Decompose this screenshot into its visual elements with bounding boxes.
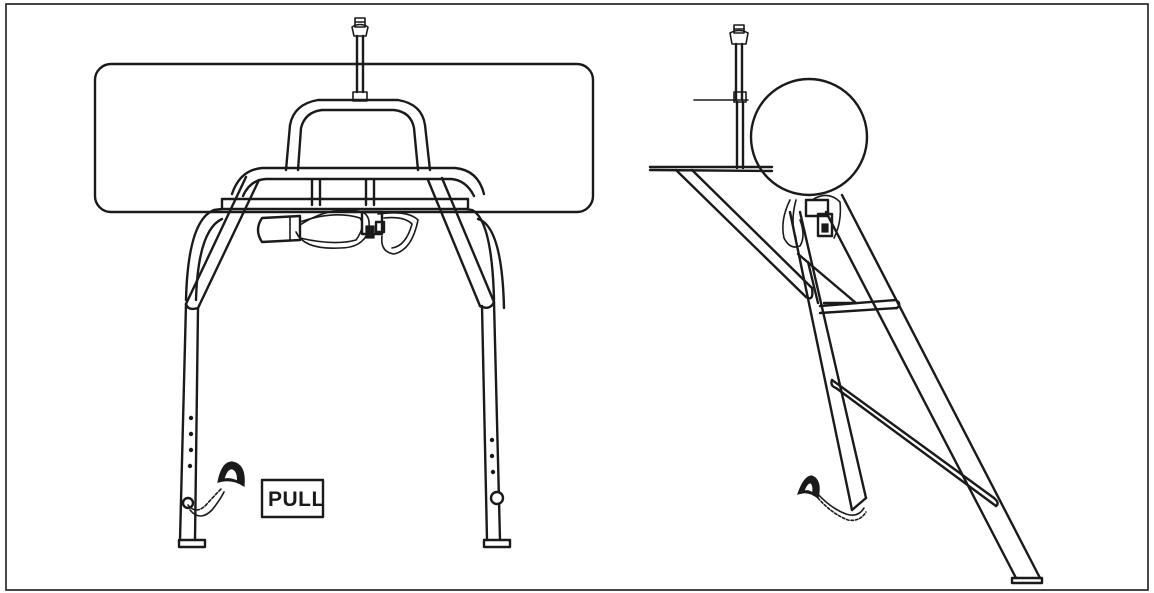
front-view: PULL <box>93 17 595 549</box>
side-mast <box>693 24 749 170</box>
side-lower-step <box>830 378 996 500</box>
front-panel <box>93 62 595 214</box>
side-upper-diagonal <box>674 168 808 299</box>
pull-label: PULL <box>260 478 325 519</box>
front-pull-handle-icon[interactable] <box>187 461 245 517</box>
front-left-leg <box>177 207 224 549</box>
side-front-strut <box>788 210 854 512</box>
front-left-rail <box>184 175 248 306</box>
pull-label-text: PULL <box>268 488 325 511</box>
front-right-leg <box>464 207 512 549</box>
front-mast <box>351 17 369 102</box>
front-top-handle <box>284 98 432 172</box>
front-right-rail <box>426 178 482 308</box>
figure-border <box>5 3 1149 591</box>
front-upper-crossbar <box>230 166 486 196</box>
side-rear-strut <box>840 193 1042 580</box>
front-shelf <box>220 197 470 211</box>
front-canister <box>256 214 302 244</box>
side-pull-handle-icon[interactable] <box>797 475 867 522</box>
side-sphere <box>749 77 869 197</box>
side-mid-step <box>818 298 898 308</box>
side-view <box>648 24 1044 585</box>
front-clip <box>360 210 386 239</box>
